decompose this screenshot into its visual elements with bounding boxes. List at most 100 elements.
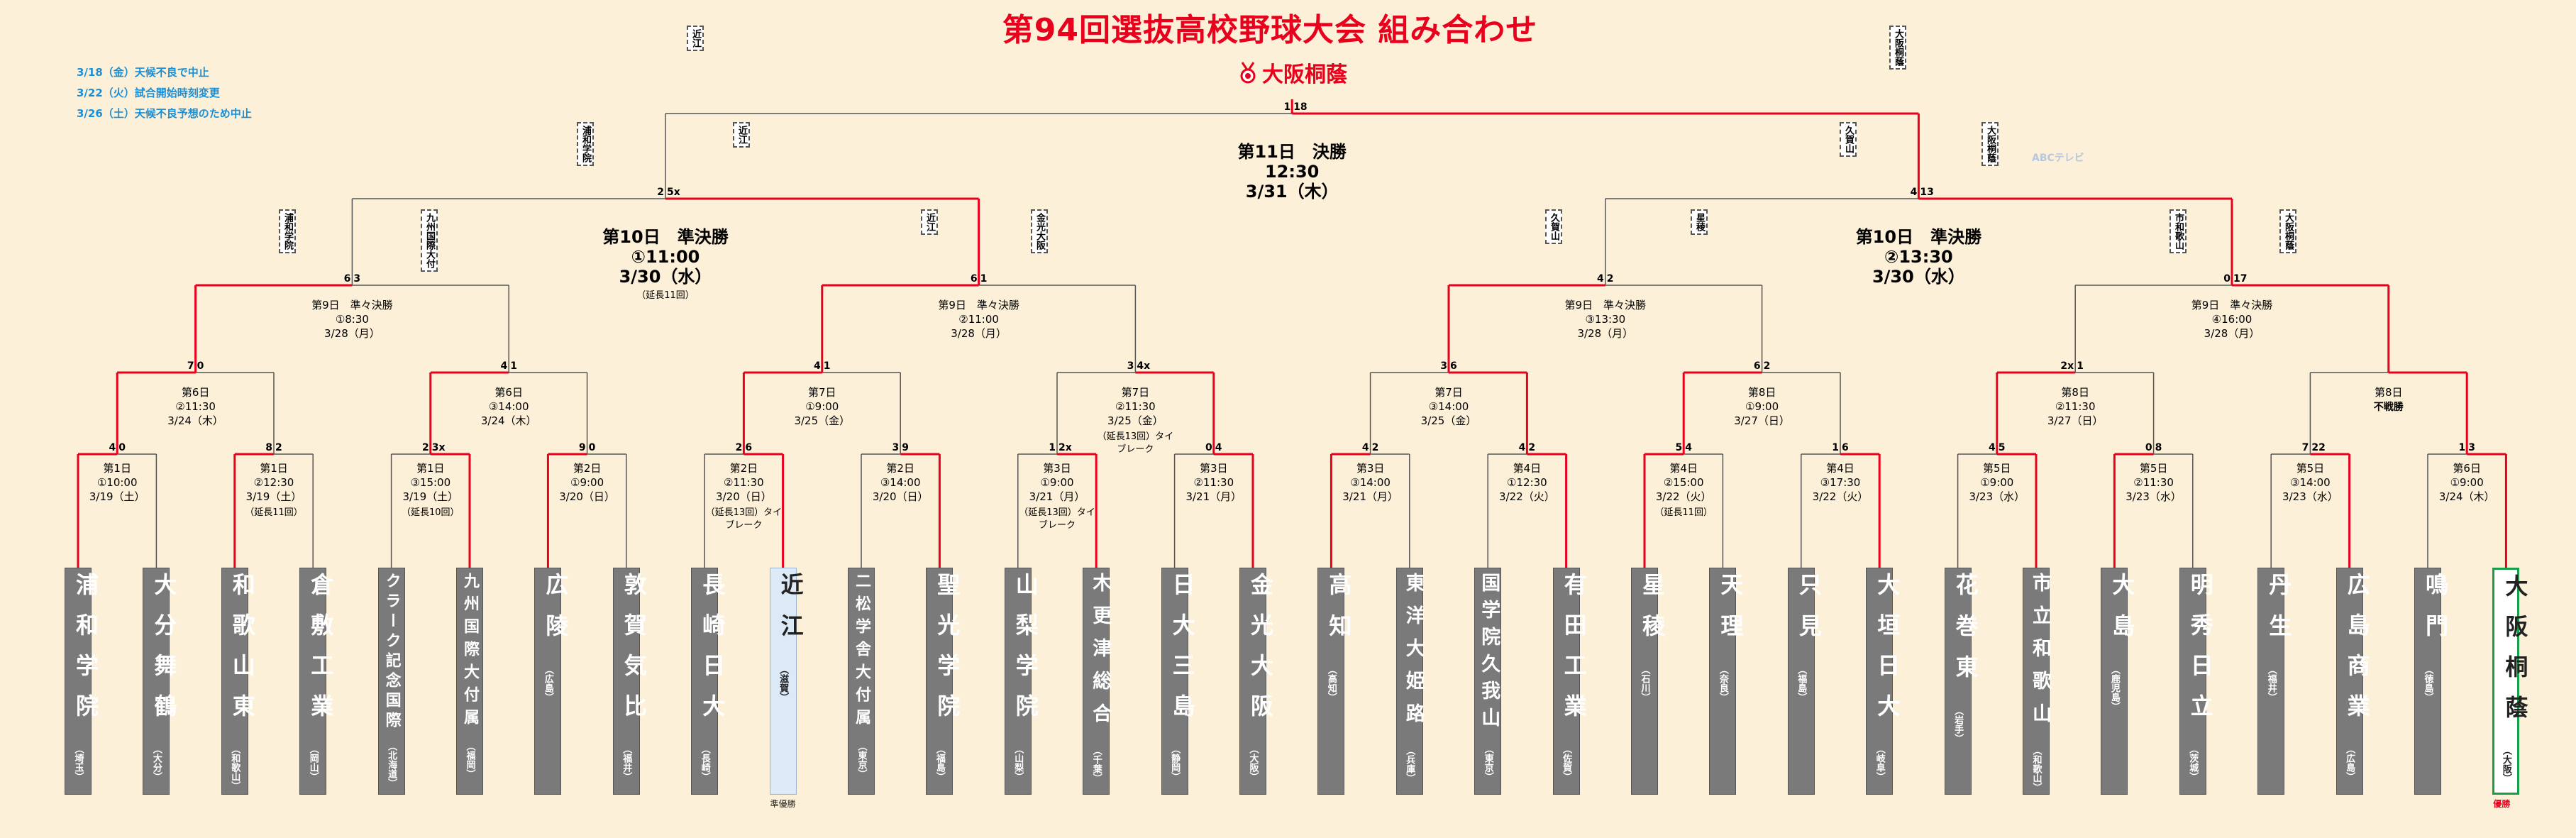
score-right: 9 xyxy=(902,442,909,453)
advancing-team-box: 近江 xyxy=(687,26,704,51)
score-right: 4x xyxy=(1137,360,1151,372)
score-left: 4 xyxy=(1989,442,1996,453)
runnerup-label: 準優勝 xyxy=(770,799,796,809)
match-time: ③14:00 xyxy=(1428,400,1469,413)
team-name: 高知 xyxy=(1325,573,1353,655)
score-left: 4 xyxy=(1597,273,1604,285)
match-time: ③13:30 xyxy=(1585,313,1626,326)
score-left: 2 xyxy=(422,442,429,453)
score-right: 6 xyxy=(745,442,753,453)
score-right: 6 xyxy=(1842,442,1849,453)
match-time: ③14:00 xyxy=(1350,476,1391,489)
champion-banner: 大阪桐蔭 xyxy=(1238,57,1347,88)
match-date: 3/23（水） xyxy=(1969,490,2025,503)
score-left: 0 xyxy=(1205,442,1212,453)
team-name: 国学院久我山 xyxy=(1478,573,1500,734)
team-name: 東洋大姫路 xyxy=(1402,573,1425,736)
score-right: 2x xyxy=(1058,442,1072,453)
advancing-team-name: 久賀山 xyxy=(1843,126,1854,153)
match-time: ②11:30 xyxy=(175,400,216,413)
team-prefecture: （大分） xyxy=(150,744,162,781)
advancing-team-box: 大阪桐蔭 xyxy=(2279,209,2296,253)
team-box: 鳴門（徳島） xyxy=(2414,568,2449,795)
advancing-team-box: 金光大阪 xyxy=(1031,209,1048,253)
advancing-team-box: 久賀山 xyxy=(1840,122,1857,157)
match-day: 第9日 準々決勝 xyxy=(1564,299,1647,312)
score-left: 4 xyxy=(1910,187,1918,198)
advancing-team-box: 大阪桐蔭 xyxy=(1889,26,1906,70)
team-name: 倉敷工業 xyxy=(307,573,335,734)
match-date: 3/19（土） xyxy=(402,490,459,503)
match-time: ②11:30 xyxy=(2133,476,2174,489)
match-day: 第2日 xyxy=(886,462,914,475)
match-date: 3/23（水） xyxy=(2126,490,2182,503)
score-left: 3 xyxy=(892,442,900,453)
team-box: 長崎日大（長崎） xyxy=(691,568,726,795)
team-name: 大垣日大 xyxy=(1874,573,1901,734)
score-left: 5 xyxy=(1675,442,1683,453)
advancing-team-name: 金光大阪 xyxy=(1034,213,1045,250)
team-prefecture: （和歌山） xyxy=(229,744,241,790)
match-day: 第8日 xyxy=(1747,386,1776,399)
score-right: 2 xyxy=(275,442,282,453)
match-day: 第9日 準々決勝 xyxy=(2191,299,2273,312)
team-prefecture: （東京） xyxy=(856,741,867,778)
match-time: ③15:00 xyxy=(410,476,451,489)
score-left: 4 xyxy=(109,442,116,453)
champion-name: 大阪桐蔭 xyxy=(1262,62,1347,87)
team-box: 天理（奈良） xyxy=(1709,568,1744,795)
team-prefecture: （高知） xyxy=(1325,665,1337,702)
team-name: 明秀日立 xyxy=(2187,573,2214,734)
match-date: 3/21（月） xyxy=(1029,490,1085,503)
match-time: ①9:00 xyxy=(1040,476,1074,489)
advancing-team-box: 近江 xyxy=(921,209,938,235)
match-day: 第4日 xyxy=(1513,462,1542,475)
score-right: 2 xyxy=(1371,442,1379,453)
match-date: 3/28（月） xyxy=(951,327,1007,340)
score-right: 6 xyxy=(1450,360,1457,372)
team-name: 市立和歌山 xyxy=(2029,573,2051,736)
team-prefecture: （埼玉） xyxy=(72,744,84,781)
team-prefecture: （鹿児島） xyxy=(2108,665,2120,711)
score-left: 4 xyxy=(1518,442,1526,453)
match-day: 第6日 xyxy=(181,386,210,399)
team-prefecture: （福岡） xyxy=(464,741,475,778)
match-day: 第6日 xyxy=(494,386,523,399)
team-prefecture: （滋賀） xyxy=(778,665,789,702)
score-left: 2 xyxy=(735,442,743,453)
match-day: 第3日 xyxy=(1043,462,1071,475)
team-box: 九州国際大付属（福岡） xyxy=(456,568,483,795)
match-date: 3/19（土） xyxy=(245,490,302,503)
score-right: 5x xyxy=(667,187,680,198)
match-day: 第4日 xyxy=(1669,462,1698,475)
match-time: ①8:30 xyxy=(335,313,369,326)
match-time: ②11:30 xyxy=(724,476,764,489)
match-day: 第1日 xyxy=(260,462,288,475)
match-day: 第1日 xyxy=(416,462,445,475)
match-extra: （延長10回） xyxy=(402,507,460,518)
team-name: 二松学舎大付属 xyxy=(853,573,870,732)
advancing-team-name: 大阪桐蔭 xyxy=(2283,213,2294,250)
page-title: 第94回選抜高校野球大会 組み合わせ xyxy=(1002,12,1538,48)
advancing-team-box: 浦和学院 xyxy=(577,122,594,166)
score-right: 0 xyxy=(197,360,204,372)
advancing-team-box: 九州国際大付 xyxy=(421,209,438,272)
match-date: 3/24（木） xyxy=(480,414,537,427)
match-date: 3/22（火） xyxy=(1812,490,1869,503)
team-box: 星稜（石川） xyxy=(1631,568,1666,795)
team-name: 山梨学院 xyxy=(1012,573,1039,734)
match-date: 3/27（日） xyxy=(2047,414,2104,427)
